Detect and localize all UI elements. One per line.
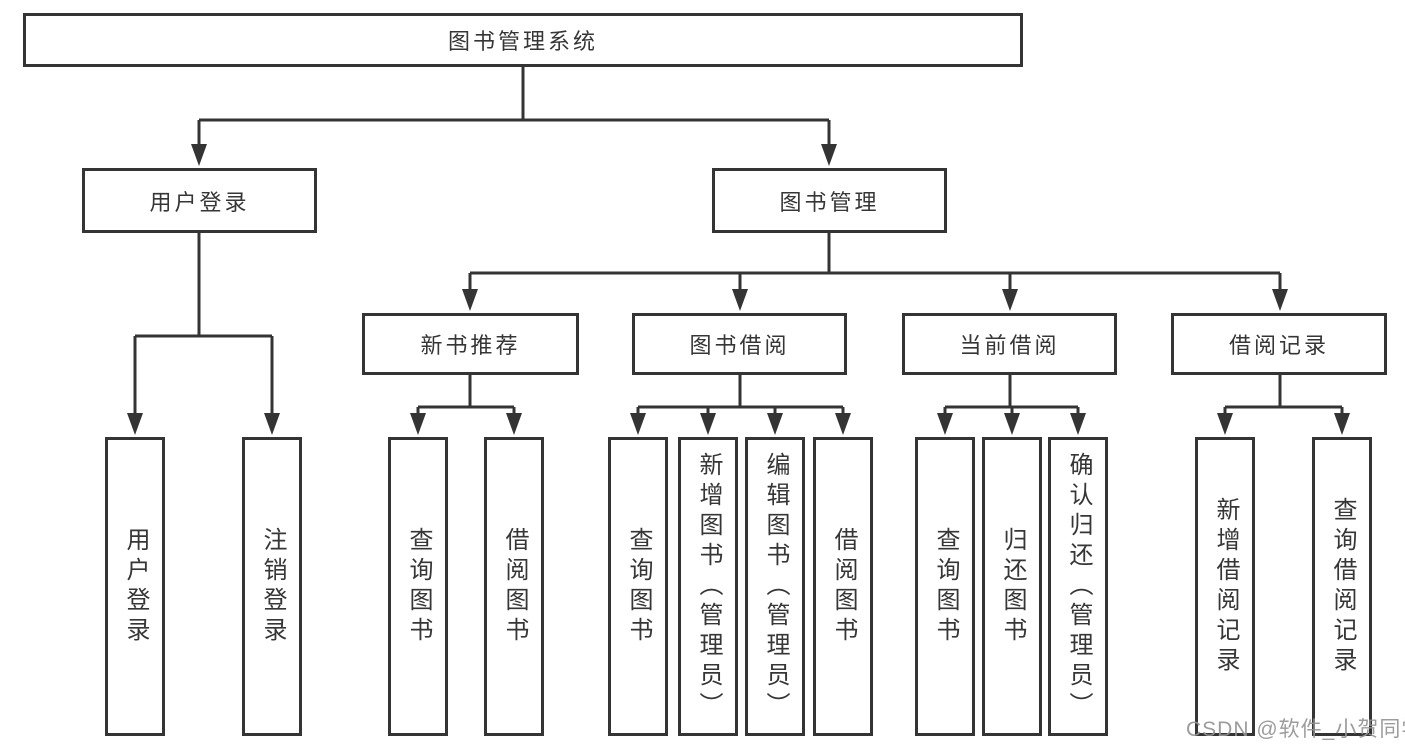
leaf-logout: 注销登录 bbox=[242, 437, 302, 736]
leaf-user-login-label: 用户登录 bbox=[122, 526, 149, 647]
tree-edges bbox=[133, 67, 1344, 414]
node-book-borrow: 图书借阅 bbox=[632, 313, 847, 375]
leaf-borrow-books-2: 借阅图书 bbox=[813, 437, 873, 736]
leaf-query-books-1-label: 查询图书 bbox=[405, 526, 432, 647]
node-book-management-label: 图书管理 bbox=[779, 189, 880, 215]
leaf-borrow-books-2-label: 借阅图书 bbox=[830, 526, 857, 647]
leaf-query-books-3: 查询图书 bbox=[915, 437, 975, 736]
leaf-confirm-return-admin-label: 确认归还（管理员） bbox=[1065, 451, 1092, 722]
leaf-confirm-return-admin: 确认归还（管理员） bbox=[1048, 437, 1108, 736]
node-new-book-recommend: 新书推荐 bbox=[362, 313, 579, 375]
leaf-logout-label: 注销登录 bbox=[259, 526, 286, 647]
leaf-add-book-admin: 新增图书（管理员） bbox=[678, 437, 738, 736]
csdn-watermark: CSDN @软件_小贺同学 bbox=[1186, 718, 1405, 741]
node-current-borrow-label: 当前借阅 bbox=[959, 333, 1060, 358]
node-library-system-label: 图书管理系统 bbox=[447, 29, 598, 54]
leaf-query-books-3-label: 查询图书 bbox=[932, 526, 959, 647]
leaf-query-books-1: 查询图书 bbox=[388, 437, 448, 736]
leaf-query-books-2-label: 查询图书 bbox=[625, 526, 652, 647]
leaf-add-book-admin-label: 新增图书（管理员） bbox=[695, 451, 722, 722]
leaf-borrow-books-1: 借阅图书 bbox=[484, 437, 544, 736]
leaf-return-book: 归还图书 bbox=[982, 437, 1042, 736]
node-borrow-records: 借阅记录 bbox=[1171, 313, 1387, 375]
node-book-borrow-label: 图书借阅 bbox=[689, 333, 790, 358]
leaf-edit-book-admin: 编辑图书（管理员） bbox=[745, 437, 805, 736]
leaf-query-books-2: 查询图书 bbox=[608, 437, 668, 736]
node-user-login: 用户登录 bbox=[82, 168, 317, 233]
leaf-add-borrow-record-label: 新增借阅记录 bbox=[1212, 496, 1239, 677]
node-borrow-records-label: 借阅记录 bbox=[1228, 333, 1329, 358]
node-book-management: 图书管理 bbox=[712, 168, 947, 233]
node-library-system: 图书管理系统 bbox=[23, 13, 1023, 67]
node-user-login-label: 用户登录 bbox=[149, 189, 250, 215]
leaf-return-book-label: 归还图书 bbox=[999, 526, 1026, 647]
leaf-user-login: 用户登录 bbox=[105, 437, 165, 736]
node-current-borrow: 当前借阅 bbox=[902, 313, 1117, 375]
leaf-borrow-books-1-label: 借阅图书 bbox=[501, 526, 528, 647]
arrowheads bbox=[127, 144, 1350, 435]
leaf-query-borrow-record-label: 查询借阅记录 bbox=[1329, 496, 1356, 677]
node-new-book-recommend-label: 新书推荐 bbox=[420, 333, 521, 358]
leaf-edit-book-admin-label: 编辑图书（管理员） bbox=[762, 451, 789, 722]
leaf-query-borrow-record: 查询借阅记录 bbox=[1312, 437, 1372, 736]
leaf-add-borrow-record: 新增借阅记录 bbox=[1195, 437, 1255, 736]
